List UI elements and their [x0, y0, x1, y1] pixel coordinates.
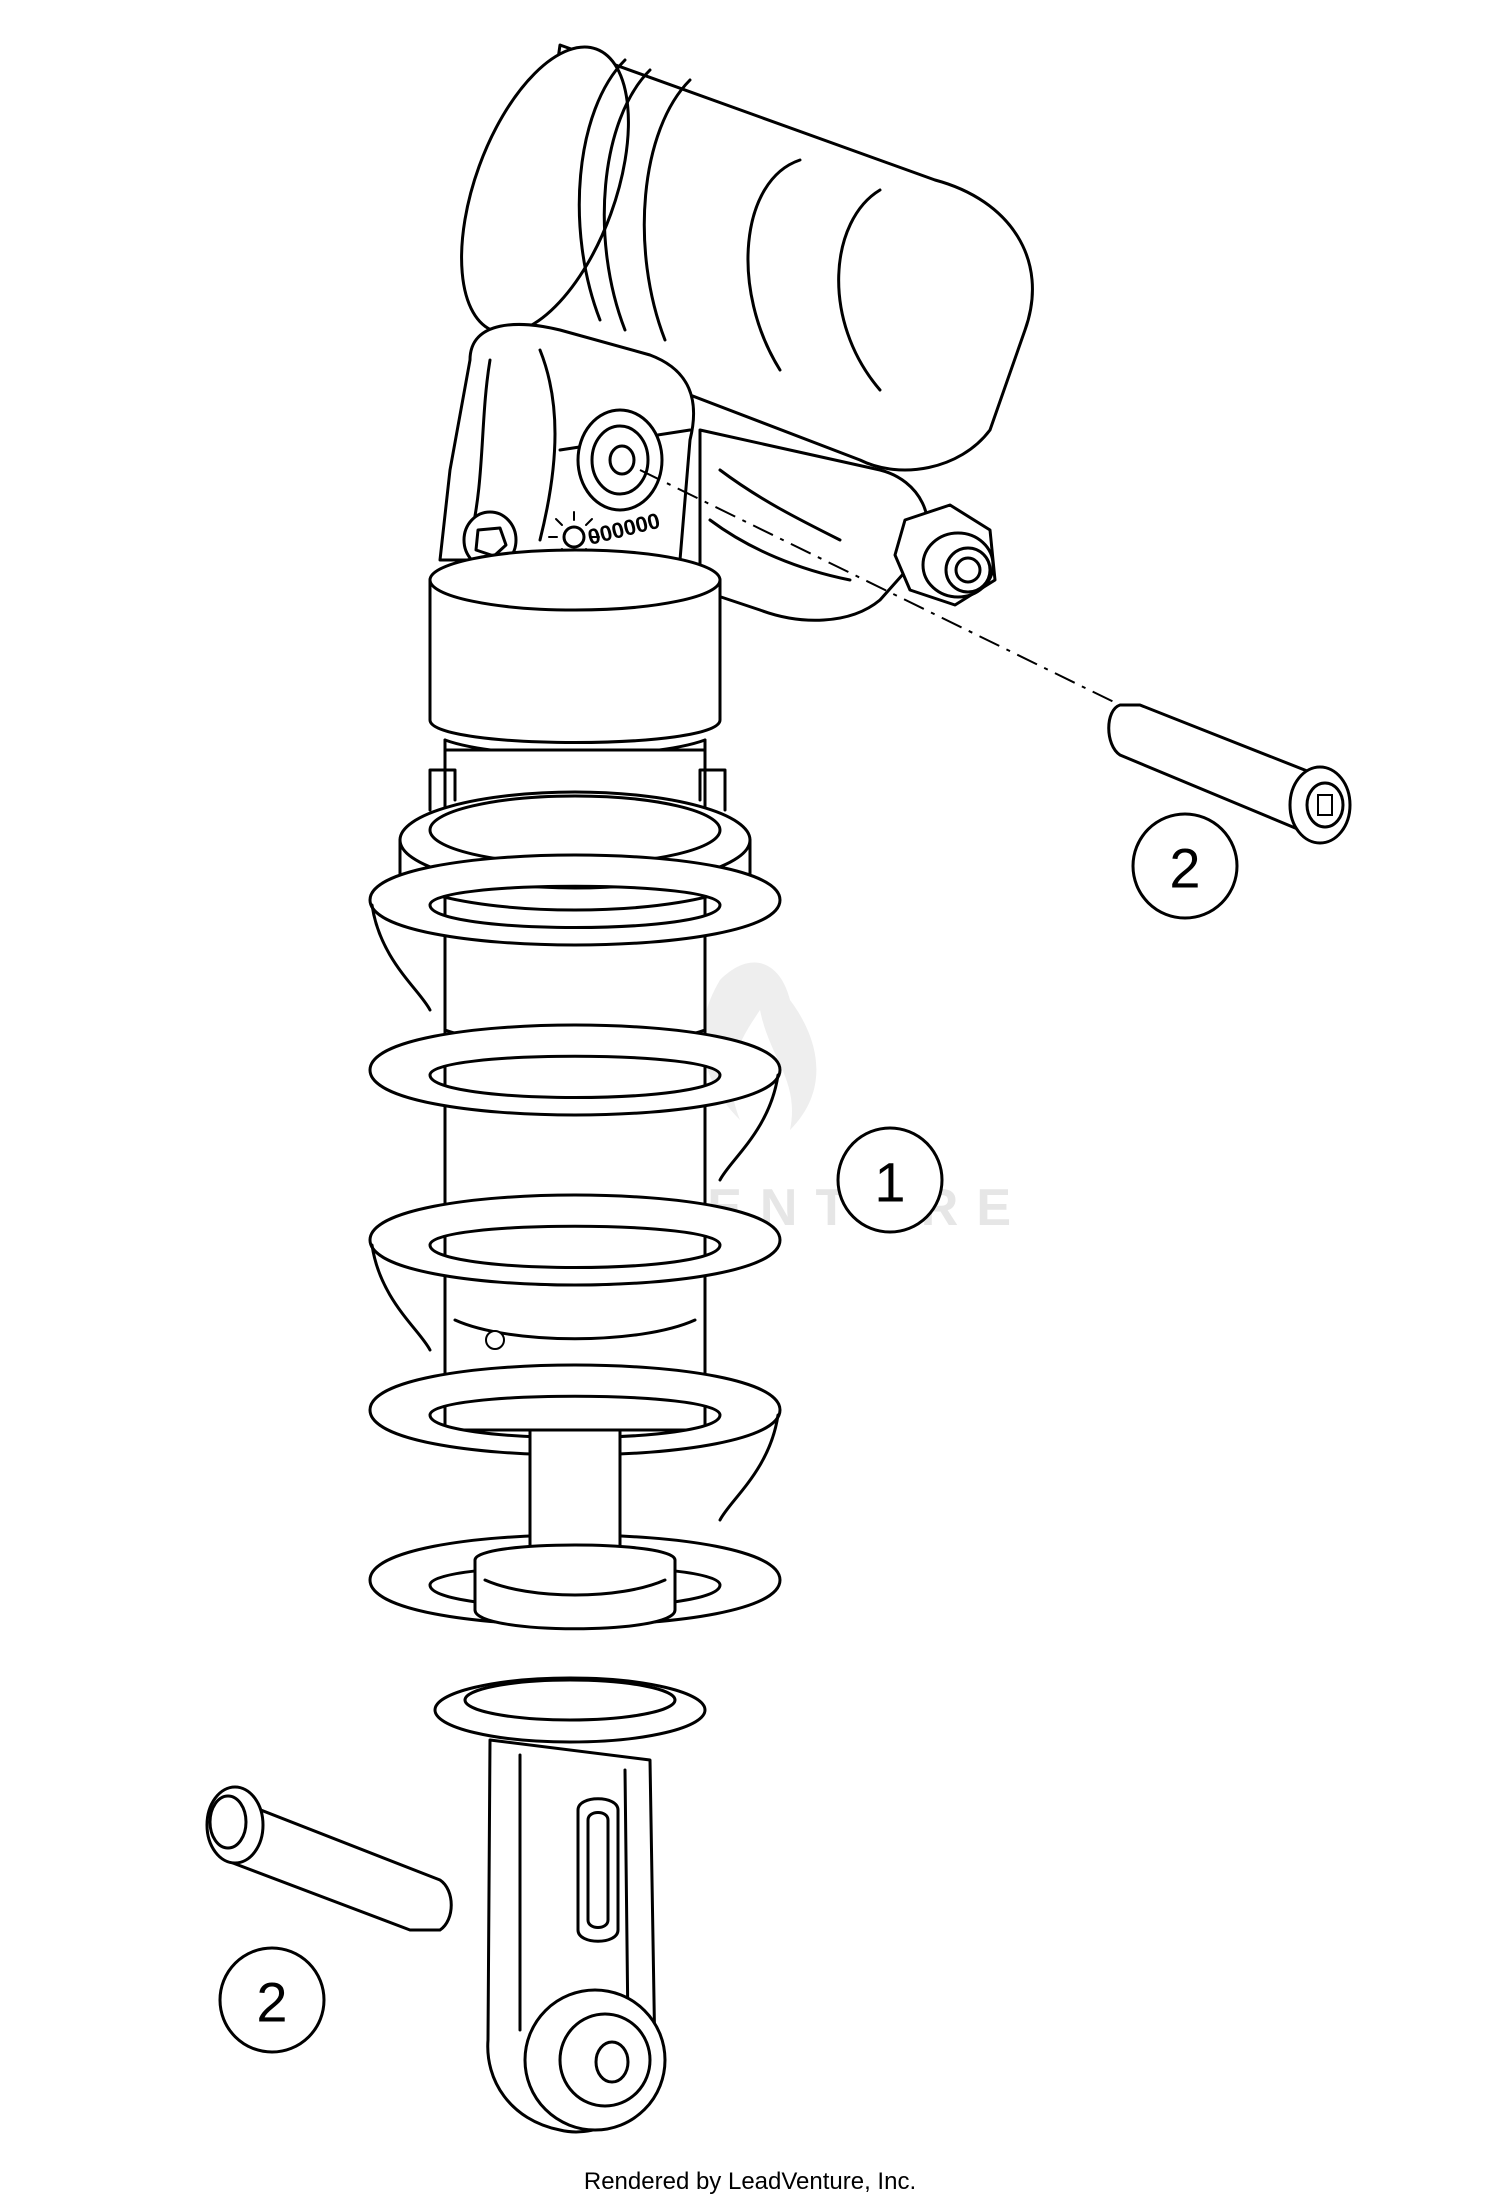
- coil-spring: [368, 853, 782, 1627]
- centerline: [639, 469, 1121, 706]
- damper-body: [428, 548, 722, 1432]
- footer-credit: Rendered by LeadVenture, Inc.: [583, 2168, 917, 2195]
- torx-socket-icon: [1305, 781, 1345, 829]
- top-mount: 000000: [438, 322, 696, 570]
- callout-2-bottom-label: 2: [256, 1971, 287, 2034]
- screw-top: [639, 469, 1352, 845]
- torx-socket-icon: [208, 1794, 248, 1850]
- callout-2-bottom: 2: [218, 1946, 326, 2054]
- screw-bottom: [205, 1785, 453, 1932]
- lock-nut: [893, 503, 997, 607]
- callout-2-top-label: 2: [1169, 837, 1200, 900]
- callout-2-top: 2: [1131, 812, 1239, 920]
- callout-1-label: 1: [874, 1151, 905, 1214]
- piston-rod: [433, 1428, 707, 1744]
- lower-eye: [486, 1738, 667, 2134]
- callout-1: 1: [836, 1126, 944, 1234]
